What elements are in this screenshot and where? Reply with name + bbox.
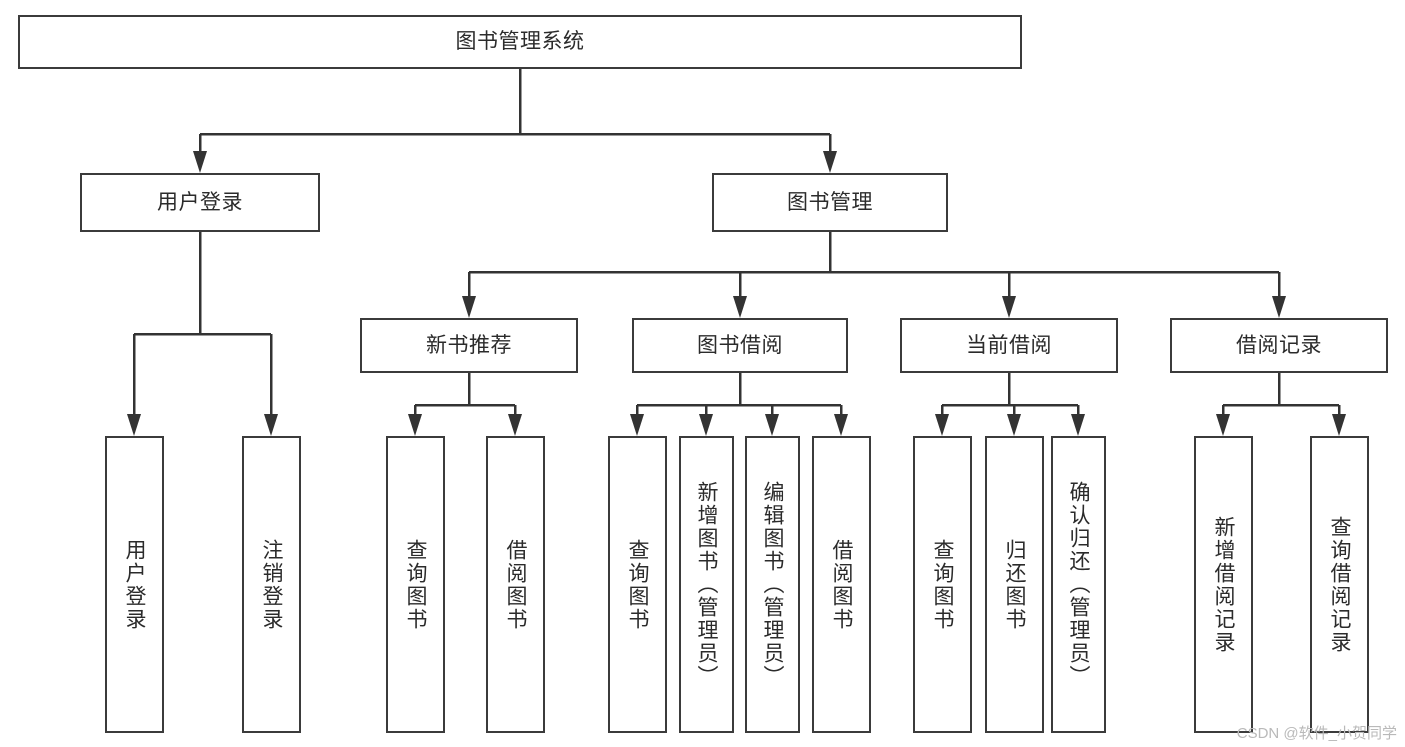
node-leaf-borrow-book-2[interactable]: 借阅图书 [812, 436, 871, 733]
node-label-borrow-record: 借阅记录 [1236, 333, 1322, 357]
node-label-book-manage: 图书管理 [787, 190, 873, 214]
node-user-login[interactable]: 用户登录 [80, 173, 320, 232]
node-label-user-login: 用户登录 [157, 190, 243, 214]
node-label-leaf-query-book-3: 查询图书 [931, 538, 954, 631]
node-leaf-edit-book[interactable]: 编辑图书（管理员） [745, 436, 800, 733]
node-label-root: 图书管理系统 [455, 30, 585, 54]
node-leaf-query-book-2[interactable]: 查询图书 [608, 436, 667, 733]
node-label-leaf-query-book-2: 查询图书 [626, 538, 649, 631]
node-label-leaf-confirm-return: 确认归还（管理员） [1067, 481, 1090, 688]
connector-e-book-manage [462, 232, 1286, 318]
connector-e-borrow-record [1216, 373, 1346, 436]
node-label-current-borrow: 当前借阅 [966, 333, 1052, 357]
node-label-leaf-logout: 注销登录 [260, 538, 283, 631]
node-current-borrow[interactable]: 当前借阅 [900, 318, 1118, 373]
node-leaf-query-book-3[interactable]: 查询图书 [913, 436, 972, 733]
connector-e-book-borrow [630, 373, 848, 436]
connector-e-current-borrow [935, 373, 1085, 436]
node-leaf-query-record[interactable]: 查询借阅记录 [1310, 436, 1369, 733]
node-borrow-record[interactable]: 借阅记录 [1170, 318, 1388, 373]
node-leaf-logout[interactable]: 注销登录 [242, 436, 301, 733]
node-label-leaf-edit-book: 编辑图书（管理员） [761, 481, 784, 688]
node-leaf-borrow-book-1[interactable]: 借阅图书 [486, 436, 545, 733]
node-book-borrow[interactable]: 图书借阅 [632, 318, 848, 373]
node-label-leaf-borrow-book-1: 借阅图书 [504, 538, 527, 631]
node-label-leaf-add-record: 新增借阅记录 [1212, 515, 1235, 654]
node-label-new-book-rec: 新书推荐 [426, 333, 512, 357]
node-leaf-add-record[interactable]: 新增借阅记录 [1194, 436, 1253, 733]
node-label-leaf-borrow-book-2: 借阅图书 [830, 538, 853, 631]
node-new-book-rec[interactable]: 新书推荐 [360, 318, 578, 373]
node-label-leaf-add-book: 新增图书（管理员） [695, 481, 718, 688]
node-book-manage[interactable]: 图书管理 [712, 173, 948, 232]
connector-e-user-login [127, 232, 278, 436]
node-label-book-borrow: 图书借阅 [697, 333, 783, 357]
node-leaf-query-book-1[interactable]: 查询图书 [386, 436, 445, 733]
node-leaf-add-book[interactable]: 新增图书（管理员） [679, 436, 734, 733]
node-label-leaf-user-login: 用户登录 [123, 538, 146, 631]
node-label-leaf-return-book: 归还图书 [1003, 538, 1026, 631]
node-label-leaf-query-book-1: 查询图书 [404, 538, 427, 631]
connector-e-new-book-rec [408, 373, 522, 436]
node-root[interactable]: 图书管理系统 [18, 15, 1022, 69]
node-label-leaf-query-record: 查询借阅记录 [1328, 515, 1351, 654]
node-leaf-user-login[interactable]: 用户登录 [105, 436, 164, 733]
node-leaf-return-book[interactable]: 归还图书 [985, 436, 1044, 733]
connector-e-root [193, 69, 837, 173]
node-leaf-confirm-return[interactable]: 确认归还（管理员） [1051, 436, 1106, 733]
